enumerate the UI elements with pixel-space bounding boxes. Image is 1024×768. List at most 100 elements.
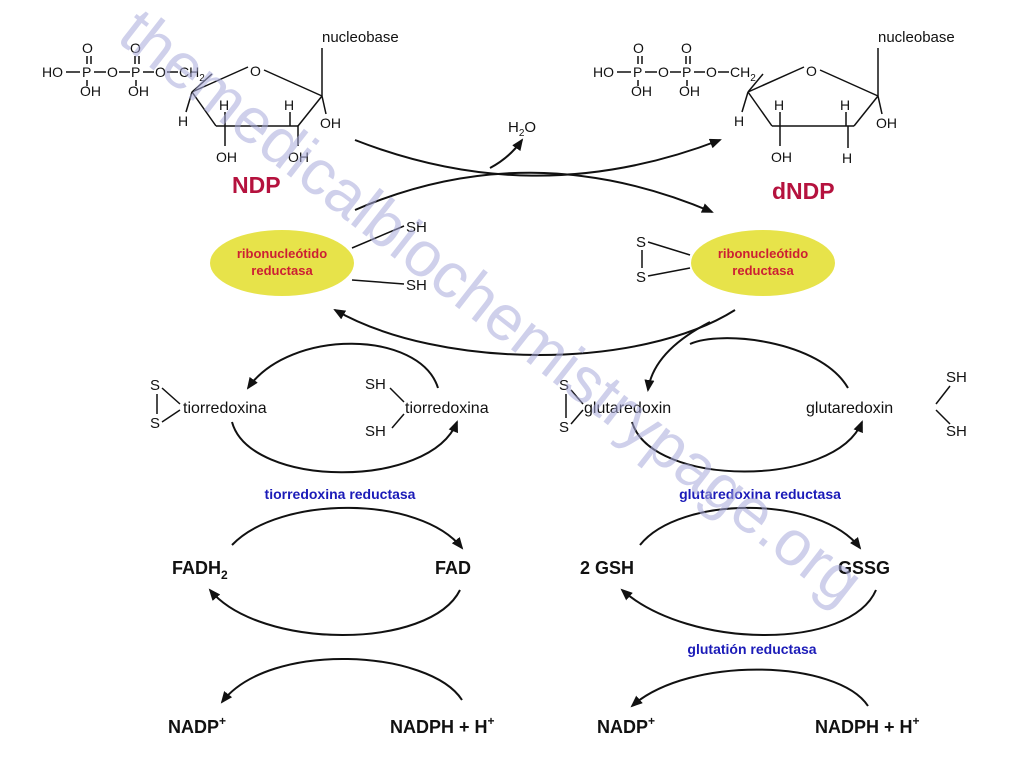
trx-reductase-label: tiorredoxina reductasa: [265, 486, 416, 502]
water-label: H2O: [508, 119, 536, 139]
rnr-regeneration-arrow: [333, 309, 736, 356]
fadh2-label: FADH2: [172, 558, 228, 582]
grx-return-arc: [689, 337, 849, 389]
dndp-ring-bond: [819, 69, 879, 97]
dndp-phos-o1: O: [633, 40, 644, 56]
nadp-right-label: NADP+: [597, 714, 655, 737]
ndp-phos-olink2: O: [155, 64, 166, 80]
ndp-h1: H: [178, 113, 188, 129]
ndp-ring-bond: [263, 69, 323, 97]
ndp-to-dndp-arrow: [354, 138, 722, 177]
dndp-phos-p2: P: [682, 64, 691, 80]
rnr-reduced-line2: reductasa: [251, 263, 313, 278]
grx-sh-bond: [935, 385, 951, 405]
rnr-reduced: ribonucleótido reductasa SH SH: [210, 219, 427, 296]
ndp-phos-olink1: O: [107, 64, 118, 80]
fad-to-fadh2-arrow: [208, 588, 461, 636]
dndp-oh-c3: OH: [771, 149, 792, 165]
ndp-ring-o: O: [250, 63, 261, 79]
rnr-sh-bottom: SH: [406, 277, 427, 294]
thioredoxin-system: S S tiorredoxina SH SH tiorredoxina tior…: [150, 342, 489, 502]
enzyme-transfer-arrow: [354, 171, 714, 213]
dndp-molecule: nucleobase O O HO P O P O CH2 OH OH O H …: [593, 29, 955, 204]
dndp-bond: [747, 73, 764, 93]
gsh-to-gssg-arrow: [639, 506, 862, 550]
grx-red-sh-top: SH: [946, 369, 967, 386]
grx-red-sh-bottom: SH: [946, 423, 967, 440]
trx-ss-bond: [161, 387, 181, 405]
grx-ox-s-top: S: [559, 377, 569, 394]
water-release-arrow: [489, 138, 524, 169]
gssg-to-gsh-arrow: [620, 588, 877, 636]
ndp-oh-c1: OH: [320, 115, 341, 131]
ndp-phos-o1: O: [82, 40, 93, 56]
dndp-phos-olink1: O: [658, 64, 669, 80]
ndp-h2: H: [219, 97, 229, 113]
gssg-label: GSSG: [838, 558, 890, 578]
nadph-to-nadp-arrow-left: [220, 658, 463, 704]
fad-label: FAD: [435, 558, 471, 578]
ndp-phos-oh1: OH: [80, 83, 101, 99]
glut-reductase-label: glutatión reductasa: [687, 641, 816, 657]
grx-oxidation-arrow: [644, 321, 711, 392]
ndp-label: NDP: [232, 172, 281, 198]
trx-reduction-arrow: [231, 420, 458, 474]
fadh2-to-fad-arrow: [231, 506, 464, 550]
glutaredoxin-system: S S glutaredoxin glutaredoxin SH SH glut…: [559, 321, 967, 502]
ndp-ring-bond: [297, 95, 323, 127]
grx-ox-s-bottom: S: [559, 419, 569, 436]
trx-sh-bond: [389, 387, 405, 403]
dndp-phos-p1: P: [633, 64, 642, 80]
rnr-oxidized: ribonucleótido reductasa S S: [636, 230, 835, 296]
dndp-h2: H: [774, 97, 784, 113]
ndp-nucleobase-label: nucleobase: [322, 29, 399, 46]
trx-ox-s-top: S: [150, 377, 160, 394]
glutathione-cycle: 2 GSH GSSG glutatión reductasa: [580, 506, 890, 708]
dndp-phos-oh1: OH: [631, 83, 652, 99]
nadph-to-nadp-arrow-right: [630, 668, 869, 708]
dndp-bond: [741, 91, 749, 113]
ndp-bond: [185, 91, 193, 113]
dndp-nucleobase-label: nucleobase: [878, 29, 955, 46]
gsh-label: 2 GSH: [580, 558, 634, 578]
rnr-s-top: S: [636, 234, 646, 251]
ndp-ring-bond: [191, 66, 249, 93]
ndp-bond: [321, 95, 327, 115]
rnr-sh-bond: [351, 225, 405, 249]
dndp-phos-oh2: OH: [679, 83, 700, 99]
rnr-oxidized-line2: reductasa: [732, 263, 794, 278]
nadp-left-label: NADP+: [168, 714, 226, 737]
dndp-ring-o: O: [806, 63, 817, 79]
ndp-phos-oh2: OH: [128, 83, 149, 99]
ndp-oh-c2: OH: [288, 149, 309, 165]
dndp-phos-olink2: O: [706, 64, 717, 80]
trx-red-sh-bottom: SH: [365, 423, 386, 440]
dndp-ring-bond: [747, 66, 805, 93]
ndp-bond: [191, 73, 213, 93]
trx-oxidized-label: tiorredoxina: [183, 400, 267, 417]
dndp-h-c2: H: [842, 150, 852, 166]
dndp-ch2: CH2: [730, 64, 756, 84]
dndp-h3: H: [840, 97, 850, 113]
ndp-ch2: CH2: [179, 64, 205, 84]
ndp-phos-p1: P: [82, 64, 91, 80]
trx-reduced-label: tiorredoxina: [405, 400, 489, 417]
dndp-h1: H: [734, 113, 744, 129]
dndp-ring-bond: [853, 95, 879, 127]
dndp-bond: [877, 95, 883, 115]
dndp-phos-ho: HO: [593, 64, 614, 80]
grx-reduced-label: glutaredoxin: [806, 400, 893, 417]
ndp-phos-o2: O: [130, 40, 141, 56]
trx-sh-bond: [391, 413, 405, 429]
rnr-reduced-line1: ribonucleótido: [237, 246, 327, 261]
dndp-ring-bond: [747, 91, 773, 127]
grx-reductase-label: glutaredoxina reductasa: [679, 486, 841, 502]
dndp-oh-c1: OH: [876, 115, 897, 131]
ndp-molecule: nucleobase O O HO P O P O CH2 OH OH O H: [42, 29, 399, 198]
nadph-left-label: NADPH + H+: [390, 714, 495, 737]
ndp-ring-bond: [191, 91, 217, 127]
ndp-phos-ho: HO: [42, 64, 63, 80]
dndp-phos-o2: O: [681, 40, 692, 56]
grx-sh-bond: [935, 409, 951, 425]
